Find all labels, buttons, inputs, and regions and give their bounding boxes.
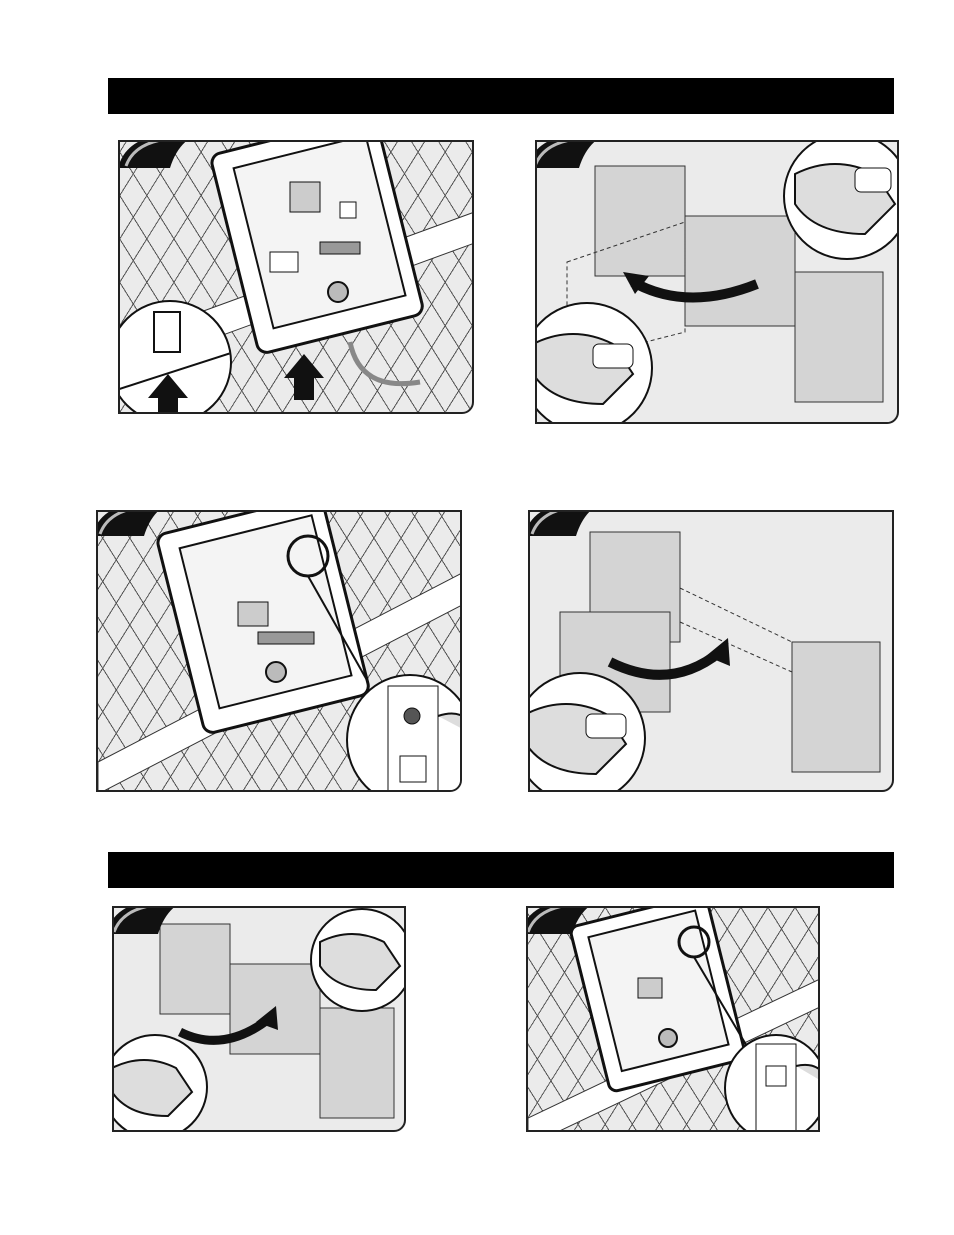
step-number-swoosh-icon (535, 140, 607, 168)
step-number-swoosh-icon (96, 510, 172, 536)
step-number-swoosh-icon (528, 510, 604, 536)
control-box (210, 142, 425, 384)
arrow-up-icon (284, 354, 324, 400)
finger-press-icon (438, 714, 462, 737)
remote-control-icon (112, 1060, 192, 1116)
finger-press-icon (796, 1065, 820, 1086)
step-2-panel (535, 140, 899, 424)
arrow-up-icon (148, 374, 188, 414)
remote-control-icon (320, 934, 400, 990)
step-4-panel (528, 510, 894, 792)
step-5-panel (112, 906, 406, 1132)
control-box (570, 908, 748, 1092)
step-number-swoosh-icon (526, 906, 600, 934)
step-1-panel (118, 140, 474, 414)
step-number-swoosh-icon (118, 140, 198, 168)
step-6-panel (526, 906, 820, 1132)
step-number-swoosh-icon (112, 906, 186, 934)
step-3-panel (96, 510, 462, 792)
control-box (156, 512, 371, 735)
step-5-inset-remote-top (310, 908, 406, 1012)
step-6-inset-button (724, 1034, 820, 1132)
section-header-bar-1 (108, 78, 894, 114)
section-header-bar-2 (108, 852, 894, 888)
